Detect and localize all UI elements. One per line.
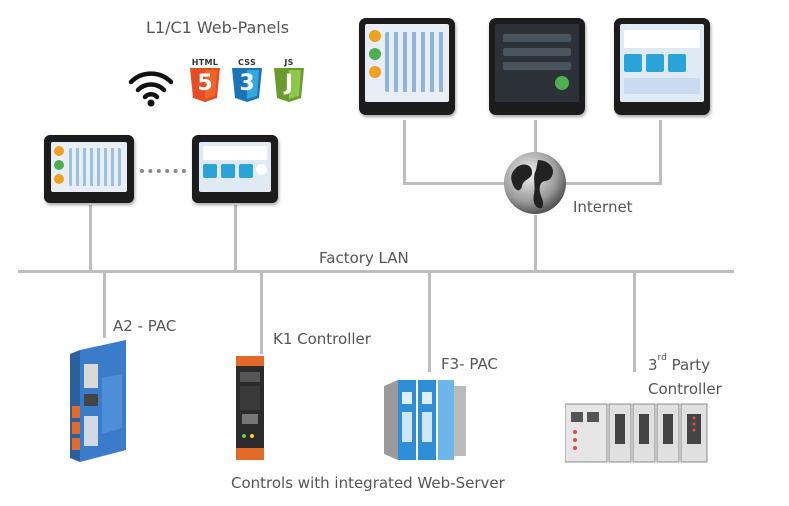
- css3-glyph: 3: [239, 71, 255, 96]
- screen-tile: [668, 54, 686, 72]
- web-panel-large-3-screen: [620, 24, 704, 102]
- web-panel-large-3: [614, 18, 710, 115]
- lan-drop-a2: [103, 272, 106, 338]
- a2-pac-device: [66, 338, 136, 466]
- screen-tile: [54, 146, 64, 156]
- screen-tile: [54, 160, 64, 170]
- web-panel-small-1-screen: [51, 142, 127, 192]
- js-tag: JS: [284, 58, 294, 67]
- third-party-number: 3: [648, 356, 658, 374]
- panel-link-dots: [140, 169, 186, 173]
- factory-lan-label: Factory LAN: [319, 249, 409, 267]
- screen-tile: [503, 62, 571, 70]
- lan-drop-k1: [260, 272, 263, 354]
- web-panel-large-1-screen: [365, 24, 449, 102]
- js-glyph: J: [284, 71, 294, 96]
- wifi-icon: [128, 71, 174, 107]
- third-party-label: 3rd Party: [648, 353, 711, 374]
- screen-tile: [203, 164, 217, 178]
- f3-pac-device: [384, 372, 468, 464]
- internet-line-right: [659, 120, 662, 184]
- html5-badge-icon: HTML 5: [186, 58, 224, 104]
- internet-line-mid: [534, 120, 537, 160]
- screen-tile: [369, 48, 381, 60]
- screen-tile: [624, 78, 700, 94]
- screen-tile: [203, 146, 267, 160]
- web-panel-large-2: [489, 18, 585, 115]
- screen-tile: [369, 30, 381, 42]
- screen-tile: [54, 174, 64, 184]
- k1-controller-label: K1 Controller: [273, 330, 371, 348]
- screen-tile: [369, 66, 381, 78]
- third-party-word: Party: [666, 356, 711, 374]
- screen-tile: [69, 148, 121, 186]
- screen-tile: [503, 34, 571, 42]
- globe-icon: [504, 152, 566, 214]
- a2-pac-label: A2 - PAC: [113, 317, 177, 335]
- screen-tile: [624, 54, 642, 72]
- screen-tile: [385, 32, 445, 92]
- css3-badge-icon: CSS 3: [228, 58, 266, 104]
- screen-tile: [256, 164, 267, 175]
- factory-lan-line: [18, 270, 734, 273]
- footer-caption: Controls with integrated Web-Server: [231, 474, 505, 492]
- third-party-label-line2: Controller: [648, 380, 722, 398]
- internet-label: Internet: [573, 198, 633, 216]
- web-panel-small-1: [44, 135, 134, 203]
- screen-tile: [624, 30, 700, 48]
- web-panel-large-1: [359, 18, 455, 115]
- lan-drop-internet: [534, 215, 537, 271]
- lan-drop-panel-2: [234, 205, 237, 271]
- web-panel-large-2-screen: [495, 24, 579, 102]
- screen-tile: [555, 76, 569, 90]
- web-panel-small-2-screen: [199, 142, 271, 192]
- web-panels-label: L1/C1 Web-Panels: [146, 18, 290, 37]
- f3-pac-label: F3- PAC: [441, 355, 498, 373]
- lan-drop-3rd-party: [633, 272, 636, 372]
- screen-tile: [221, 164, 235, 178]
- lan-drop-f3: [428, 272, 431, 372]
- js-badge-icon: JS J: [270, 58, 308, 104]
- internet-line-left: [403, 120, 406, 184]
- html5-tag: HTML: [191, 58, 219, 67]
- screen-tile: [503, 48, 571, 56]
- css3-tag: CSS: [237, 58, 257, 67]
- screen-tile: [239, 164, 253, 178]
- web-panel-small-2: [192, 135, 278, 203]
- third-party-ordinal: rd: [657, 353, 667, 363]
- html5-glyph: 5: [197, 71, 213, 96]
- k1-controller-device: [230, 352, 270, 464]
- lan-drop-panel-1: [89, 205, 92, 271]
- third-party-controller-device: [564, 402, 709, 464]
- screen-tile: [646, 54, 664, 72]
